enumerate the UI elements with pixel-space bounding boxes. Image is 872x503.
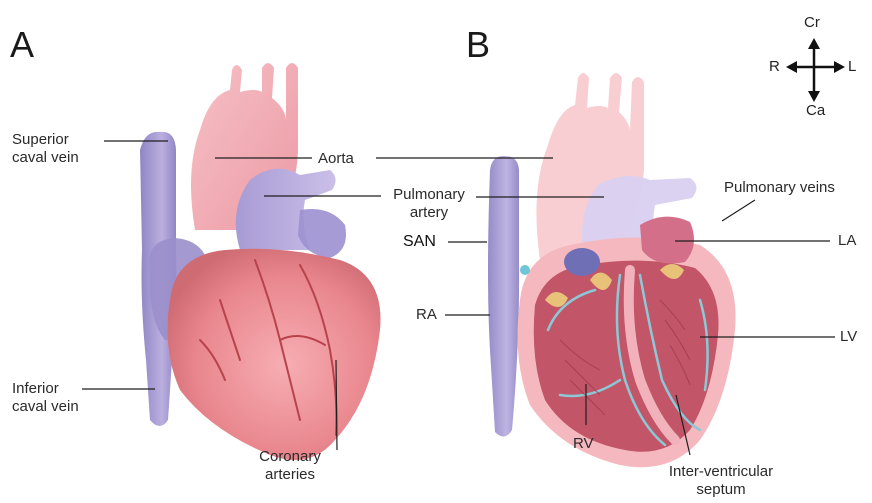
label-lv: LV	[840, 328, 857, 346]
compass-arrow-right-icon	[834, 61, 845, 73]
panel-label-b: B	[466, 24, 490, 66]
compass-r-label: R	[769, 58, 780, 75]
label-interventricular-septum: Inter-ventricular septum	[646, 463, 796, 499]
heart-cutaway-view	[488, 73, 736, 467]
label-la: LA	[838, 232, 856, 250]
compass-ca-label: Ca	[806, 102, 825, 119]
compass-arrow-down-icon	[808, 91, 820, 102]
label-san: SAN	[403, 233, 436, 251]
panel-label-a: A	[10, 24, 34, 66]
label-rv: RV	[573, 435, 594, 453]
orientation-compass	[786, 38, 845, 102]
label-aorta: Aorta	[318, 150, 354, 168]
label-pulmonary-veins: Pulmonary veins	[724, 179, 835, 197]
compass-cr-label: Cr	[804, 14, 820, 31]
label-coronary-arteries: Coronary arteries	[240, 448, 340, 484]
heart-external-view	[140, 63, 381, 460]
label-pulmonary-artery: Pulmonary artery	[383, 186, 475, 222]
compass-arrow-up-icon	[808, 38, 820, 49]
compass-l-label: L	[848, 58, 856, 75]
compass-arrow-left-icon	[786, 61, 797, 73]
label-superior-caval-vein: Superior caval vein	[12, 131, 79, 167]
label-inferior-caval-vein: Inferior caval vein	[12, 380, 79, 416]
san-node	[520, 265, 530, 275]
caval-vein-shape-b	[488, 156, 519, 437]
left-atrium-shape	[298, 209, 346, 258]
label-ra: RA	[416, 306, 437, 324]
pulmonary-valve-ring	[564, 248, 600, 276]
ventricles-shape	[168, 249, 381, 460]
